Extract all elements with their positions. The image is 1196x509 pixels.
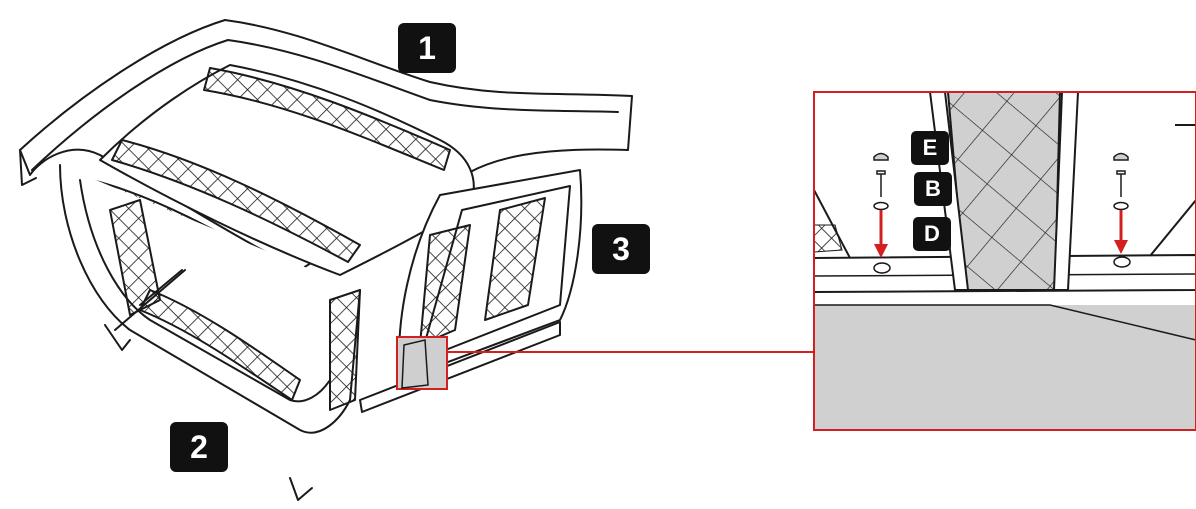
hardware-left: [873, 152, 889, 211]
hardware-right: [1113, 152, 1129, 211]
detail-panel: [813, 91, 1196, 431]
callout-badge-b: B: [914, 172, 952, 206]
callout-badge-d: D: [913, 217, 951, 251]
callout-badge-1: 1: [398, 23, 456, 73]
insert-arrow-left: [874, 210, 888, 258]
callout-badge-e: E: [911, 131, 949, 165]
zoom-region-box: [396, 336, 448, 390]
chair-drawing: [19, 19, 633, 501]
insert-arrow-right: [1114, 210, 1128, 254]
callout-badge-2: 2: [170, 422, 228, 472]
callout-badge-3: 3: [592, 224, 650, 274]
